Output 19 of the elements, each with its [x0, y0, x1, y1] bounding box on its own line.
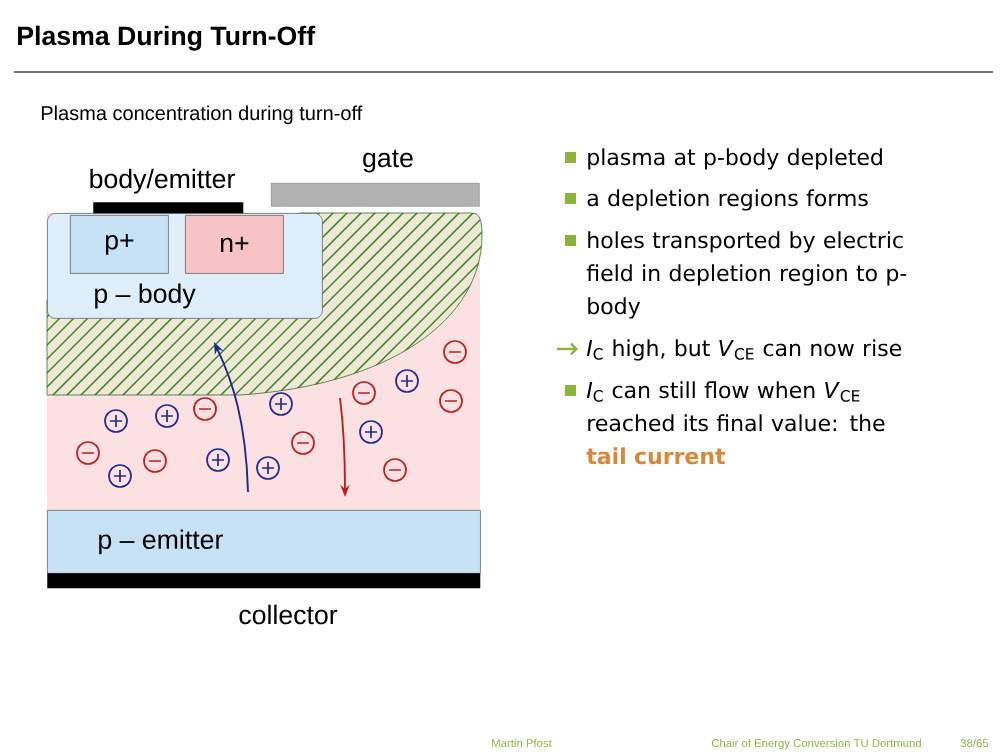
- bullet-text: plasma at p-body depleted: [588, 148, 882, 170]
- p-plus-region: p+: [70, 215, 169, 274]
- terminal-label: collector: [239, 604, 338, 625]
- footer-text: Martin Pfost: [492, 738, 552, 748]
- bullet-text: I$_{C}$ high, but V$_{CE}$ can now rise: [586, 339, 902, 361]
- p-emitter-layer: p – emitter: [47, 510, 481, 574]
- gate-electrode: [271, 183, 480, 207]
- terminal-label: body/emitter: [90, 168, 235, 194]
- subtitle: Plasma concentration during turn-off: [41, 105, 363, 125]
- collector-contact: [47, 573, 481, 589]
- slide-title: Plasma During Turn-Off: [18, 25, 316, 51]
- bullet-text: I$_{C}$ can still flow when V$_{CE}$ reached its final value: the tail current: [586, 381, 885, 465]
- terminal-label: gate: [363, 149, 413, 173]
- n-plus-region: n+: [185, 215, 284, 274]
- emitter-contact: [93, 202, 244, 214]
- footer-text: Chair of Energy Conversion TU Dortmund: [711, 738, 921, 750]
- footer-text: 38/65: [960, 738, 989, 748]
- bullet-text: holes transported by electric field in depletion region to p-body: [586, 231, 907, 319]
- bullet-text: a depletion regions forms: [587, 189, 868, 211]
